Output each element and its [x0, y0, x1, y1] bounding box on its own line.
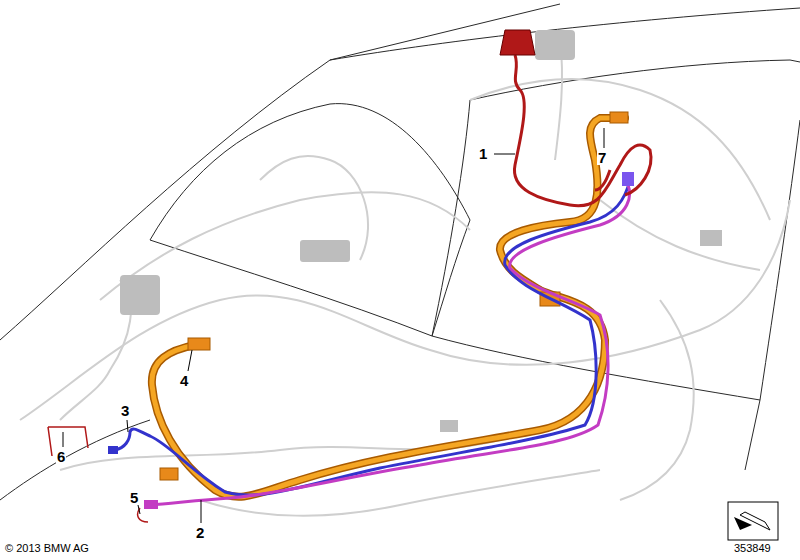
- body-outline: [0, 420, 150, 500]
- connector: [160, 468, 178, 480]
- callout-number: 6: [56, 449, 66, 464]
- connector: [188, 338, 210, 350]
- red-cable: [48, 427, 88, 456]
- leader-lines: [63, 128, 604, 523]
- background-parts: [120, 30, 722, 432]
- magenta-harness: [150, 185, 630, 505]
- roof-outline: [330, 8, 800, 60]
- battery-terminal: [500, 30, 535, 55]
- windshield-outline: [150, 104, 470, 336]
- blue-harness: [115, 180, 630, 495]
- orientation-icon: [728, 502, 778, 540]
- callout-number: 3: [120, 403, 130, 418]
- orange-harness: [152, 118, 625, 497]
- connector: [108, 446, 118, 454]
- callout-number: 5: [129, 490, 139, 505]
- callout-number: 1: [478, 146, 488, 161]
- orange-harness-edge: [152, 118, 625, 497]
- body-outline: [745, 120, 800, 470]
- red-cable: [514, 55, 651, 206]
- callout-number: 2: [195, 525, 205, 540]
- connector: [610, 112, 628, 123]
- background-harness: [20, 40, 790, 516]
- copyright-note: © 2013 BMW AG: [5, 543, 89, 554]
- drawing-number: 353849: [734, 543, 771, 554]
- rear-window-outline: [432, 60, 800, 336]
- body-outline: [0, 4, 560, 340]
- connector: [144, 500, 158, 509]
- connector: [622, 172, 634, 186]
- callout-number: 4: [179, 373, 189, 388]
- callout-number: 7: [597, 150, 607, 165]
